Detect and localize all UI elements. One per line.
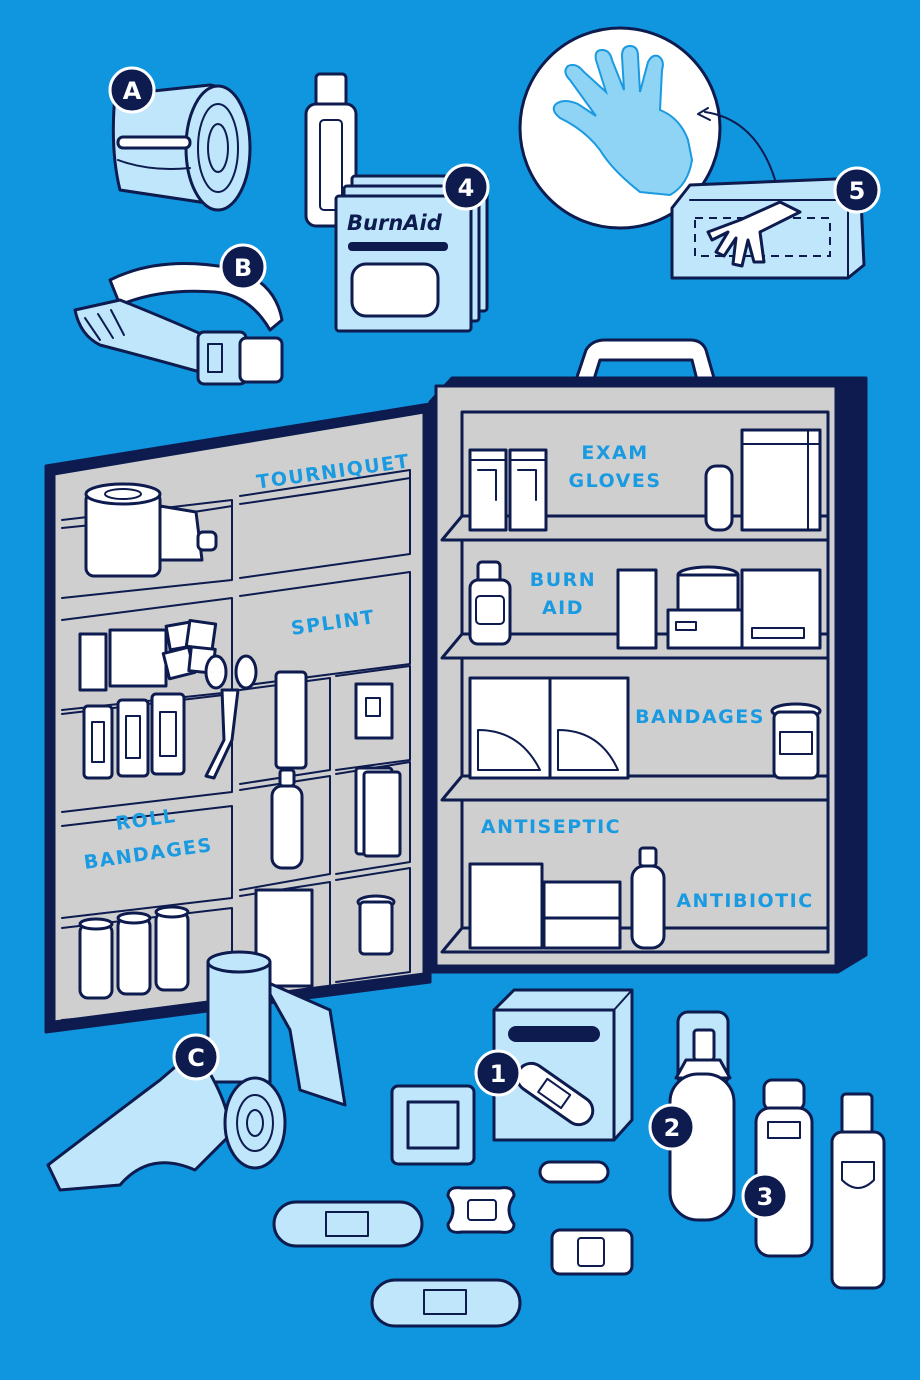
item-3-spray-bottles xyxy=(754,1078,886,1290)
label-antiseptic: ANTISEPTIC xyxy=(481,816,621,838)
badge-a: A xyxy=(108,66,156,114)
item-c-roll-bandage xyxy=(46,950,347,1192)
burnaid-brand-text: BurnAid xyxy=(347,211,443,235)
badge-3-text: 3 xyxy=(757,1183,774,1211)
cabinet-body: EXAM GLOVES BURN AID BANDAGES ANTISEPTIC… xyxy=(428,338,868,974)
cabinet-door: TOURNIQUET SPLINT ROLL BANDAGES xyxy=(44,402,432,1034)
item-5-exam-gloves xyxy=(518,26,866,280)
badge-4: 4 xyxy=(442,163,490,211)
badge-1-text: 1 xyxy=(490,1060,507,1088)
badge-5: 5 xyxy=(833,166,881,214)
glove-icon xyxy=(552,44,694,197)
badge-b: B xyxy=(219,243,267,291)
item-1-adhesive-bandages xyxy=(272,988,634,1328)
badge-4-text: 4 xyxy=(458,174,475,202)
scissors-icon xyxy=(204,654,258,780)
label-gloves: GLOVES xyxy=(568,470,661,492)
badge-a-text: A xyxy=(123,77,142,105)
shelf-1-boxes xyxy=(468,428,822,532)
label-bandages-shelf: BANDAGES xyxy=(635,706,765,728)
badge-c-text: C xyxy=(187,1044,205,1072)
badge-5-text: 5 xyxy=(849,177,866,205)
label-aid: AID xyxy=(542,597,584,619)
label-exam: EXAM xyxy=(581,442,648,464)
badge-1: 1 xyxy=(474,1049,522,1097)
label-antibiotic: ANTIBIOTIC xyxy=(676,890,813,912)
badge-2: 2 xyxy=(648,1103,696,1151)
shelf-3-bandage-boxes xyxy=(468,676,822,780)
badge-b-text: B xyxy=(234,254,252,282)
shelf-4-antiseptic xyxy=(468,846,666,950)
label-burn: BURN xyxy=(530,569,596,591)
badge-3: 3 xyxy=(741,1172,789,1220)
badge-c: C xyxy=(172,1033,220,1081)
badge-2-text: 2 xyxy=(664,1114,681,1142)
shelf-2-burn-kits xyxy=(468,560,822,650)
item-a-compressed-bandage xyxy=(111,83,252,212)
item-4-burnaid: BurnAid xyxy=(304,72,489,333)
